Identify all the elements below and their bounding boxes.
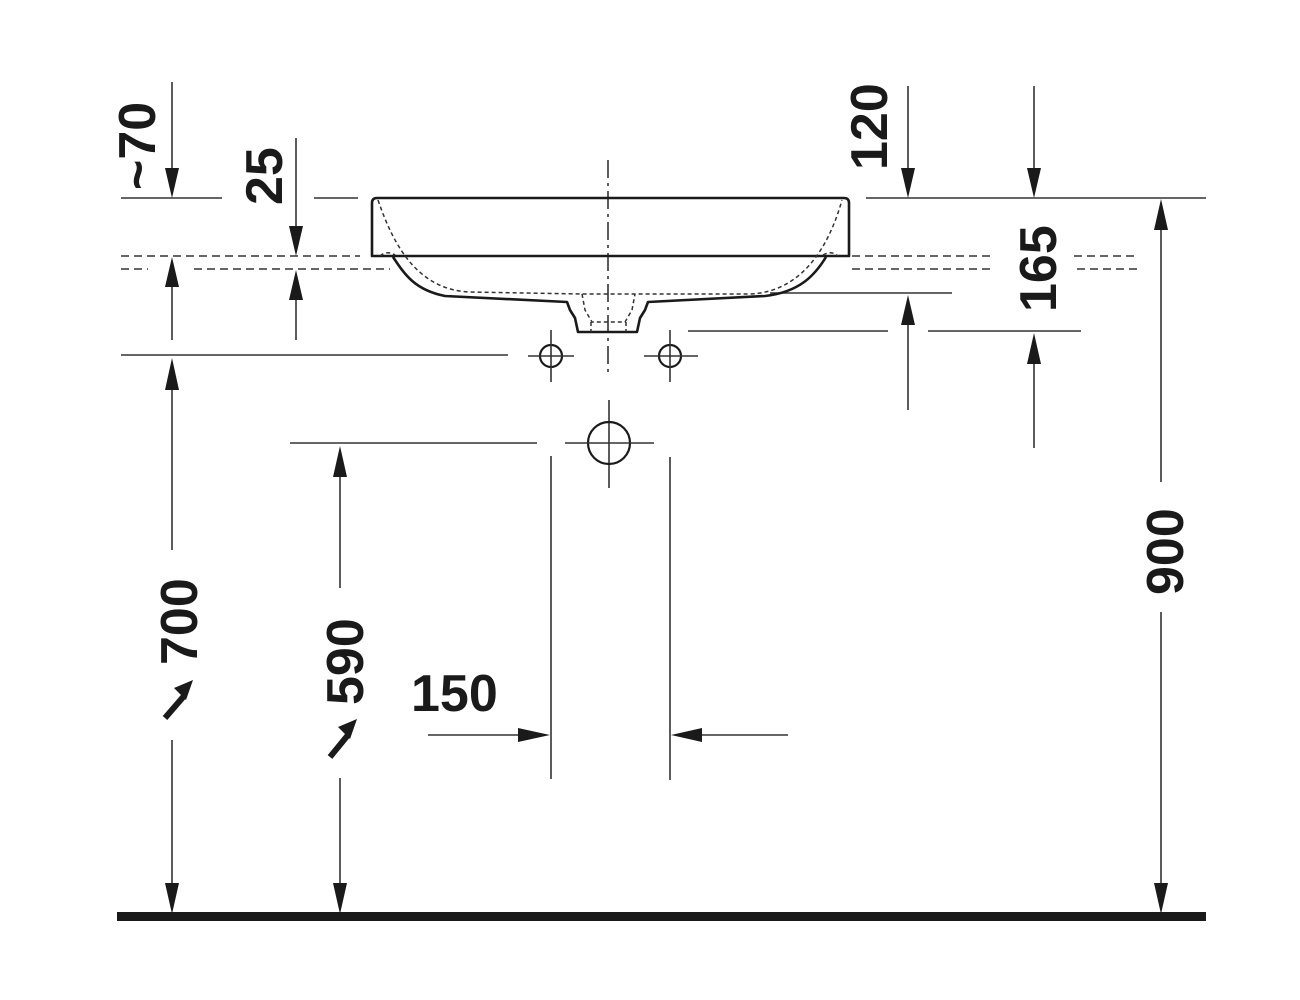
floor-line [117, 912, 1206, 921]
reference-lines [121, 197, 1206, 780]
dim-label-900: 900 [1137, 508, 1195, 595]
dim-label-120: 120 [841, 83, 899, 170]
dim-label-25: 25 [236, 147, 294, 205]
dim-label-700: 700 [151, 578, 209, 665]
dimension-tap-700: 700 [151, 358, 209, 914]
waste-outlet [565, 420, 654, 466]
approx-arrow-icon [327, 719, 357, 759]
dim-label-165: 165 [1010, 225, 1068, 312]
dim-label-590: 590 [317, 618, 375, 705]
tap-hole-right [644, 330, 698, 382]
dimension-rim-25: 25 [236, 138, 303, 340]
basin-outline [370, 196, 851, 334]
dim-label-150: 150 [411, 665, 498, 723]
dim-label-70: ~70 [109, 102, 167, 190]
dimension-total-165: 165 [1010, 86, 1068, 448]
dimension-waste-590: 590 [317, 446, 375, 914]
tap-hole-left [528, 330, 574, 382]
dimension-overflow-70: ~70 [109, 82, 179, 340]
dimension-rim-900: 900 [1137, 199, 1195, 914]
dimension-waste-150: 150 [411, 665, 788, 742]
approx-arrow-icon [162, 680, 193, 720]
dimension-depth-120: 120 [841, 83, 915, 410]
